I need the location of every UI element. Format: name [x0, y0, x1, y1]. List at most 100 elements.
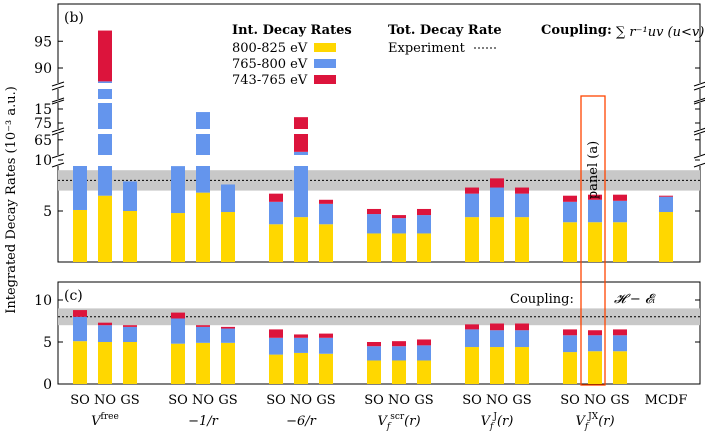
ytick-label-b: 90	[34, 61, 52, 77]
b-bar-18-0	[659, 212, 673, 262]
c-bar-17-1	[613, 335, 627, 352]
c-bar-3-0	[171, 343, 185, 384]
ytick-label-c: 5	[43, 335, 52, 351]
legend-swatch-1	[314, 59, 336, 68]
group-label-0: Vfree	[91, 412, 119, 429]
b-bar-8-0	[319, 224, 333, 262]
b-bar-17-0	[613, 222, 627, 262]
category-label-12: SO	[462, 393, 482, 408]
category-label-9: SO	[364, 393, 384, 408]
break-mark	[51, 162, 65, 168]
break-mark	[693, 81, 705, 87]
ytick-label-b: 95	[34, 34, 52, 50]
ytick-label-c: 0	[43, 377, 52, 393]
break-mark	[51, 153, 65, 159]
c-bar-7-0	[294, 352, 308, 384]
c-bar-1-2	[98, 322, 112, 326]
b-bar-17-1	[613, 200, 627, 223]
c-bar-7-2	[294, 334, 308, 338]
c-bar-16-1	[588, 335, 602, 352]
category-label-6: SO	[266, 393, 286, 408]
c-bar-2-0	[123, 342, 137, 384]
c-bar-5-2	[221, 326, 235, 329]
b-bar-18-2	[659, 195, 673, 197]
b-bar-10-2	[392, 215, 406, 219]
b-bar-6-2	[269, 193, 283, 202]
b-bar-13-2	[490, 178, 504, 188]
c-bar-13-1	[490, 330, 504, 348]
coupling-label-b: Coupling:	[541, 23, 612, 38]
axis-break-3	[52, 83, 705, 89]
total-legend-title: Tot. Decay Rate	[388, 23, 502, 38]
b-bar-13-1	[490, 187, 504, 218]
break-mark	[51, 81, 65, 87]
c-bar-9-0	[367, 360, 381, 384]
b-bar-8-2	[319, 199, 333, 204]
category-label-5: GS	[218, 393, 237, 408]
b-bar-10-1	[392, 218, 406, 234]
category-label-14: GS	[512, 393, 531, 408]
break-mark	[51, 85, 65, 91]
break-mark	[51, 99, 65, 105]
break-mark	[51, 97, 65, 103]
b-bar-11-2	[417, 208, 431, 216]
category-label-10: NO	[388, 393, 410, 408]
legend-label-2: 743-765 eV	[232, 73, 308, 88]
axis-break-0	[52, 99, 705, 103]
c-bar-12-0	[465, 347, 479, 384]
c-bar-15-2	[563, 329, 577, 336]
b-bar-15-1	[563, 201, 577, 223]
c-bar-6-0	[269, 354, 283, 384]
coupling-label-c: Coupling:	[510, 292, 574, 307]
category-label-17: GS	[610, 393, 629, 408]
c-bar-17-2	[613, 329, 627, 336]
break-mark	[693, 153, 705, 159]
c-bar-12-1	[465, 329, 479, 348]
experiment-legend-label: Experiment	[388, 41, 466, 56]
b-bar-0-1	[73, 155, 87, 210]
c-bar-10-2	[392, 341, 406, 347]
b-bar-13-0	[490, 217, 504, 262]
axis-break-2	[52, 155, 705, 166]
c-bar-8-1	[319, 337, 333, 354]
b-bar-6-0	[269, 224, 283, 262]
b-bar-8-1	[319, 203, 333, 225]
b-bar-1-2	[98, 30, 112, 82]
b-bar-7-1	[294, 151, 308, 218]
category-label-4: NO	[192, 393, 214, 408]
panel-a-highlight	[580, 95, 606, 386]
legend-label-1: 765-800 eV	[232, 57, 308, 72]
b-bar-4-0	[196, 192, 210, 262]
c-bar-12-2	[465, 324, 479, 330]
b-bar-16-1	[588, 199, 602, 223]
c-bar-11-2	[417, 339, 431, 346]
b-bar-9-1	[367, 214, 381, 234]
c-bar-0-1	[73, 316, 87, 342]
category-label-16: NO	[584, 393, 606, 408]
c-bar-4-2	[196, 325, 210, 327]
b-bar-7-0	[294, 217, 308, 262]
category-label-18: MCDF	[645, 393, 688, 408]
category-label-11: GS	[414, 393, 433, 408]
legend-title: Int. Decay Rates	[232, 23, 352, 38]
ytick-label-c: 10	[34, 293, 52, 309]
b-bar-4-1	[196, 112, 210, 193]
c-bar-8-2	[319, 333, 333, 338]
b-bar-11-1	[417, 215, 431, 234]
category-label-3: SO	[168, 393, 188, 408]
c-bar-1-1	[98, 325, 112, 342]
c-bar-5-0	[221, 342, 235, 384]
c-bar-16-2	[588, 330, 602, 336]
b-bar-2-1	[123, 181, 137, 211]
b-bar-3-0	[171, 213, 185, 262]
legend-swatch-0	[314, 43, 336, 52]
break-mark	[693, 97, 705, 103]
c-bar-15-0	[563, 352, 577, 384]
legend-swatch-2	[314, 75, 336, 84]
c-bar-4-0	[196, 342, 210, 384]
category-label-15: SO	[560, 393, 580, 408]
b-bar-15-0	[563, 222, 577, 262]
b-bar-6-1	[269, 201, 283, 225]
category-label-8: GS	[316, 393, 335, 408]
